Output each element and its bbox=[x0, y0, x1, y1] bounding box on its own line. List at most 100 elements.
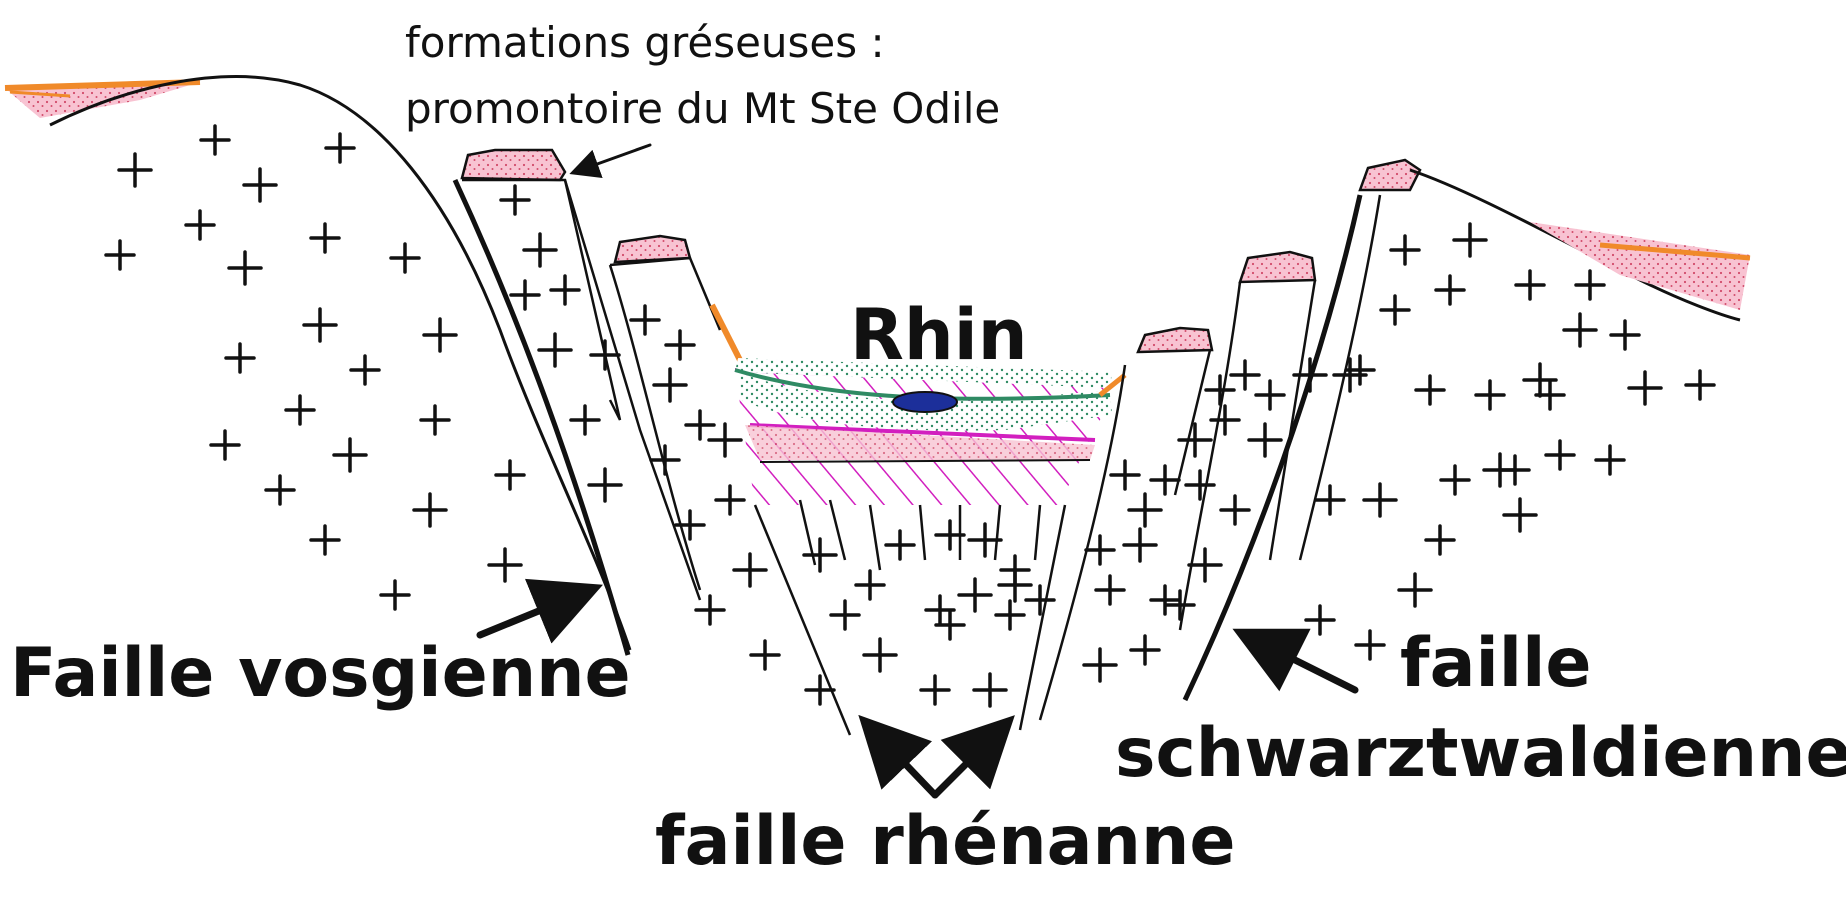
rhin-label: Rhin bbox=[850, 294, 1028, 376]
arrow-icon bbox=[476, 578, 603, 644]
plus-icon bbox=[522, 232, 558, 268]
plus-icon bbox=[1204, 374, 1236, 406]
arrow-icon bbox=[931, 715, 1015, 799]
plus-icon bbox=[309, 524, 341, 556]
plus-icon bbox=[487, 547, 523, 583]
plus-icon bbox=[184, 209, 216, 241]
plus-icon bbox=[412, 492, 448, 528]
plus-icon bbox=[227, 250, 263, 286]
plus-icon bbox=[1127, 492, 1163, 528]
plus-icon bbox=[1094, 574, 1126, 606]
plus-icon bbox=[422, 317, 458, 353]
right-step-blocks bbox=[1038, 250, 1317, 721]
plus-icon bbox=[309, 222, 341, 254]
faille-schwarz-label-line2: schwarztwaldienne bbox=[1115, 714, 1846, 793]
plus-icon bbox=[1514, 269, 1546, 301]
plus-icon bbox=[349, 354, 381, 386]
plus-icon bbox=[1534, 379, 1566, 411]
plus-icon bbox=[1082, 647, 1118, 683]
plus-icon bbox=[1122, 527, 1158, 563]
plus-icon bbox=[549, 274, 581, 306]
plus-icon bbox=[1149, 584, 1181, 616]
plus-icon bbox=[1609, 319, 1641, 351]
plus-icon bbox=[209, 429, 241, 461]
plus-icon bbox=[1389, 234, 1421, 266]
arrows bbox=[476, 143, 1359, 799]
plus-icon bbox=[1254, 379, 1286, 411]
plus-icon bbox=[1594, 444, 1626, 476]
graben-basement bbox=[753, 499, 1067, 736]
plus-icon bbox=[967, 522, 1003, 558]
plus-icon bbox=[862, 637, 898, 673]
plus-icon bbox=[649, 444, 681, 476]
plus-icon bbox=[1332, 357, 1368, 393]
plus-icon bbox=[934, 609, 966, 641]
plus-icon bbox=[324, 132, 356, 164]
plus-icon bbox=[694, 594, 726, 626]
plus-icon bbox=[854, 569, 886, 601]
plus-icon bbox=[652, 367, 688, 403]
plus-icon bbox=[884, 529, 916, 561]
arrow-icon bbox=[1232, 628, 1359, 694]
black-forest-massif bbox=[1182, 158, 1751, 702]
plus-icon bbox=[117, 152, 153, 188]
rhine-river bbox=[892, 391, 958, 413]
ste-odile-block bbox=[460, 148, 702, 601]
plus-icon bbox=[1177, 422, 1213, 458]
left-cover-layers bbox=[4, 79, 201, 118]
plus-icon bbox=[749, 639, 781, 671]
plus-icon bbox=[802, 537, 838, 573]
plus-icon bbox=[1482, 452, 1518, 488]
plus-icon bbox=[1164, 589, 1196, 621]
plus-icon bbox=[1684, 369, 1716, 401]
plus-icon bbox=[684, 409, 716, 441]
granite-crosses bbox=[104, 124, 1716, 708]
plus-icon bbox=[1229, 359, 1261, 391]
plus-icon bbox=[1219, 494, 1251, 526]
plus-icon bbox=[674, 509, 706, 541]
plus-icon bbox=[509, 279, 541, 311]
arrow-icon bbox=[569, 143, 652, 178]
plus-icon bbox=[919, 674, 951, 706]
plus-icon bbox=[1627, 370, 1663, 406]
arrow-icon bbox=[858, 714, 939, 799]
plus-icon bbox=[1424, 524, 1456, 556]
plus-icon bbox=[1149, 464, 1181, 496]
plus-icon bbox=[332, 437, 368, 473]
plus-icon bbox=[569, 404, 601, 436]
plus-icon bbox=[1379, 294, 1411, 326]
plus-icon bbox=[1354, 629, 1386, 661]
vosges-massif-outline bbox=[49, 75, 632, 651]
plus-icon bbox=[1024, 584, 1056, 616]
formations-label-line2: promontoire du Mt Ste Odile bbox=[405, 84, 1001, 133]
plus-icon bbox=[829, 599, 861, 631]
plus-icon bbox=[1084, 534, 1116, 566]
plus-icon bbox=[1574, 269, 1606, 301]
plus-icon bbox=[499, 184, 531, 216]
plus-icon bbox=[994, 599, 1026, 631]
plus-icon bbox=[537, 332, 573, 368]
plus-icon bbox=[494, 459, 526, 491]
plus-icon bbox=[1439, 464, 1471, 496]
plus-icon bbox=[1187, 547, 1223, 583]
plus-icon bbox=[1544, 439, 1576, 471]
plus-icon bbox=[1452, 222, 1488, 258]
plus-icon bbox=[1109, 459, 1141, 491]
plus-icon bbox=[714, 484, 746, 516]
plus-icon bbox=[707, 422, 743, 458]
plus-icon bbox=[1502, 497, 1538, 533]
plus-icon bbox=[379, 579, 411, 611]
formations-label-line1: formations gréseuses : bbox=[405, 18, 885, 67]
plus-icon bbox=[629, 304, 661, 336]
plus-icon bbox=[224, 342, 256, 374]
plus-icon bbox=[587, 467, 623, 503]
plus-icon bbox=[972, 672, 1008, 708]
plus-icon bbox=[389, 242, 421, 274]
plus-icon bbox=[1247, 422, 1283, 458]
plus-icon bbox=[104, 239, 136, 271]
plus-icon bbox=[1397, 572, 1433, 608]
plus-icon bbox=[284, 394, 316, 426]
plus-icon bbox=[1474, 379, 1506, 411]
plus-icon bbox=[957, 577, 993, 613]
